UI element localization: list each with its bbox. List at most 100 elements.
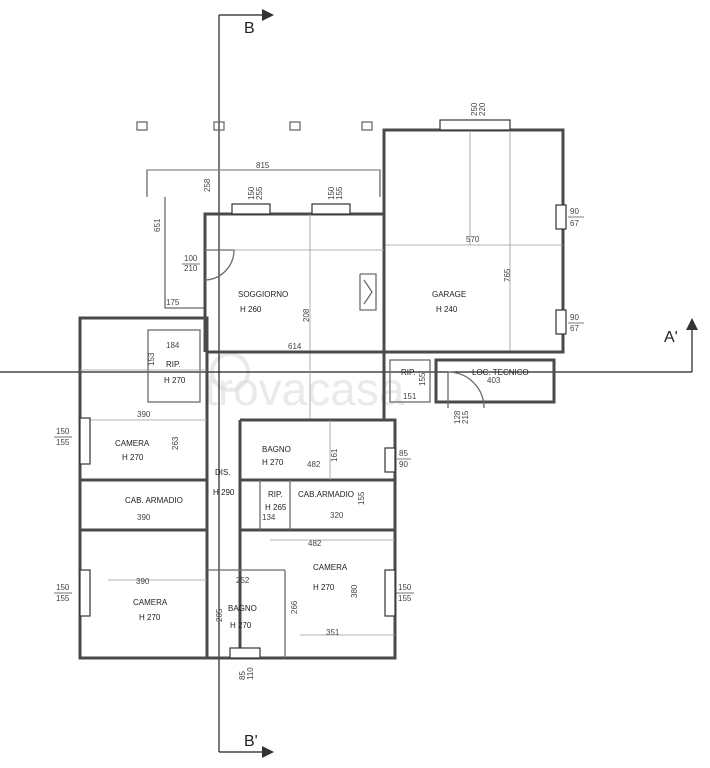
dimension-label: 208 xyxy=(302,308,311,322)
dimension-label: 184 xyxy=(166,341,180,350)
svg-text:155: 155 xyxy=(398,594,412,603)
svg-text:215: 215 xyxy=(461,410,470,424)
svg-text:150: 150 xyxy=(56,427,70,436)
svg-text:128: 128 xyxy=(453,410,462,424)
room-height: H 260 xyxy=(240,305,262,314)
dimension-label: 403 xyxy=(487,376,501,385)
dimension-label: 205 xyxy=(215,608,224,622)
opening-label: 90 67 xyxy=(568,207,584,228)
room-name: CAMERA xyxy=(133,598,168,607)
opening-label: 150 155 xyxy=(396,583,414,603)
dimension-labels: 815 258 651 175 614 208 570 765 184 153 … xyxy=(136,161,512,637)
svg-text:90: 90 xyxy=(570,207,579,216)
room-name: CAB.ARMADIO xyxy=(298,490,354,499)
opening-label: 150 155 xyxy=(327,186,344,200)
dimension-label: 175 xyxy=(166,298,180,307)
opening-label: 90 67 xyxy=(568,313,584,333)
svg-text:150: 150 xyxy=(56,583,70,592)
room-name: SOGGIORNO xyxy=(238,290,288,299)
opening-label: 100 210 xyxy=(182,254,200,273)
dimension-label: 651 xyxy=(153,218,162,232)
dimension-label: 134 xyxy=(262,513,276,522)
room-height: H 270 xyxy=(122,453,144,462)
section-label-a-prime: A' xyxy=(664,329,678,346)
dimension-label: 390 xyxy=(137,410,151,419)
room-height: H 270 xyxy=(230,621,252,630)
room-height: H 265 xyxy=(265,503,287,512)
dimension-label: 161 xyxy=(330,448,339,462)
room-name: BAGNO xyxy=(262,445,291,454)
svg-text:250: 250 xyxy=(470,102,479,116)
dimension-label: 380 xyxy=(350,584,359,598)
room-height: H 290 xyxy=(213,488,235,497)
dimension-label: 570 xyxy=(466,235,480,244)
tech-room-walls xyxy=(389,358,556,409)
room-name: CAB. ARMADIO xyxy=(125,496,183,505)
svg-text:155: 155 xyxy=(56,438,70,447)
svg-text:67: 67 xyxy=(570,219,579,228)
dimension-label: 482 xyxy=(307,460,321,469)
dimension-label: 320 xyxy=(330,511,344,520)
opening-label: 150 155 xyxy=(54,427,72,447)
room-height: H 270 xyxy=(139,613,161,622)
section-label-b: B xyxy=(244,20,255,37)
dimension-label: 153 xyxy=(147,352,156,366)
section-line-b xyxy=(218,9,274,758)
dimension-label: 258 xyxy=(203,178,212,192)
room-name: CAMERA xyxy=(313,563,348,572)
dimension-label: 390 xyxy=(136,577,150,586)
dimension-label: 263 xyxy=(171,436,180,450)
room-name: RIP. xyxy=(401,368,416,377)
svg-text:150: 150 xyxy=(247,186,256,200)
opening-label: 150 255 xyxy=(247,186,264,200)
room-height: H 270 xyxy=(164,376,186,385)
dimension-label: 252 xyxy=(236,576,250,585)
svg-text:90: 90 xyxy=(399,460,408,469)
dimension-label: 390 xyxy=(137,513,151,522)
section-label-b-prime: B' xyxy=(244,733,258,750)
svg-text:110: 110 xyxy=(246,667,255,680)
dimension-label: 151 xyxy=(403,392,417,401)
main-walls xyxy=(78,316,563,660)
dimension-label: 351 xyxy=(326,628,340,637)
svg-text:85: 85 xyxy=(399,449,408,458)
svg-text:255: 255 xyxy=(255,186,264,200)
room-name: BAGNO xyxy=(228,604,257,613)
terrace-outline xyxy=(136,121,381,309)
svg-text:150: 150 xyxy=(327,186,336,200)
svg-text:90: 90 xyxy=(570,313,579,322)
room-height: H 270 xyxy=(313,583,335,592)
dimension-label: 482 xyxy=(308,539,322,548)
dimension-label: 815 xyxy=(256,161,270,170)
window-markers xyxy=(79,119,567,659)
svg-text:155: 155 xyxy=(56,594,70,603)
dimension-label: 155 xyxy=(357,491,366,505)
room-height: H 270 xyxy=(262,458,284,467)
opening-labels: 150 255 150 155 250 220 90 67 90 67 100 … xyxy=(54,102,584,680)
svg-text:220: 220 xyxy=(478,102,487,116)
section-line-a xyxy=(0,318,698,373)
svg-text:67: 67 xyxy=(570,324,579,333)
opening-label: 150 155 xyxy=(54,583,72,603)
svg-text:85: 85 xyxy=(238,671,247,680)
room-name: DIS. xyxy=(215,468,231,477)
dimension-label: 614 xyxy=(288,342,302,351)
svg-text:100: 100 xyxy=(184,254,198,263)
dimension-label: 765 xyxy=(503,268,512,282)
opening-label: 85 90 xyxy=(397,449,411,469)
room-name: RIP. xyxy=(268,490,283,499)
opening-label: 128 215 xyxy=(453,410,470,424)
svg-text:210: 210 xyxy=(184,264,198,273)
opening-label: 85 110 xyxy=(238,667,255,680)
dimension-label: 155 xyxy=(418,372,427,386)
svg-text:155: 155 xyxy=(335,186,344,200)
opening-label: 250 220 xyxy=(470,102,487,116)
room-name: CAMERA xyxy=(115,439,150,448)
entrance-door xyxy=(204,249,235,281)
room-name: RIP. xyxy=(166,360,181,369)
svg-text:150: 150 xyxy=(398,583,412,592)
room-name: GARAGE xyxy=(432,290,466,299)
living-walls xyxy=(203,212,386,420)
dimension-label: 266 xyxy=(290,600,299,614)
